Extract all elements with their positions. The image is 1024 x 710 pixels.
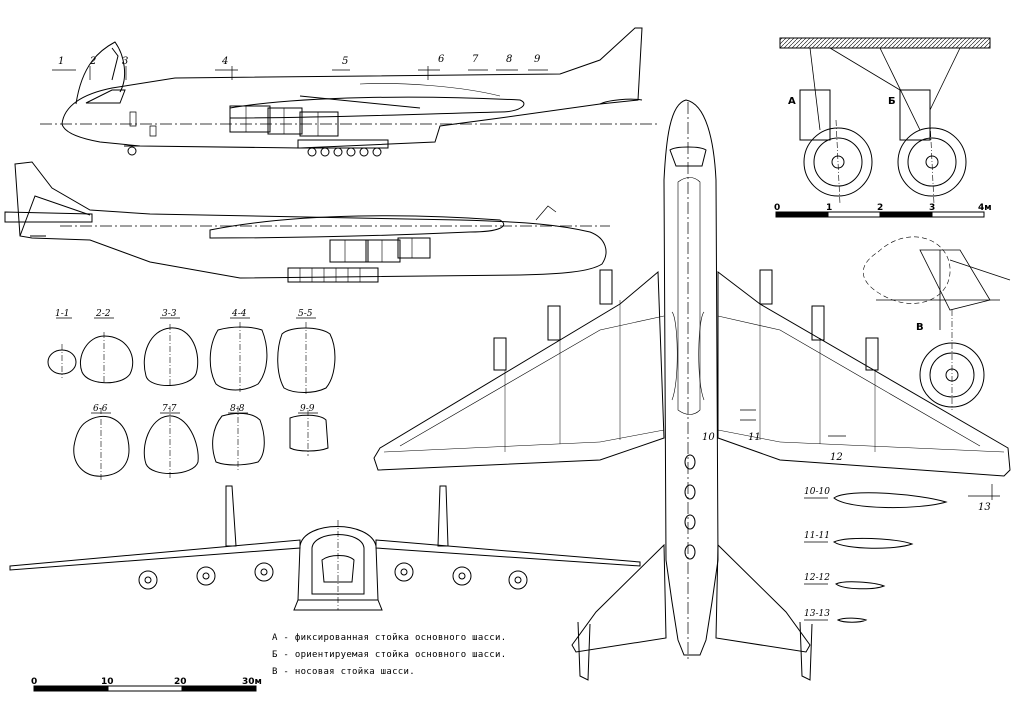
section-mark-8: 8 xyxy=(506,54,512,65)
section-mark-7: 7 xyxy=(472,54,479,65)
gear-label-a: А xyxy=(788,96,796,107)
main-scale-bar xyxy=(33,685,257,692)
main-scale-tick: 10 xyxy=(101,677,114,687)
gear-label-v: В xyxy=(916,322,924,333)
airfoil-label: 12-12 xyxy=(804,573,830,583)
airfoil-label: 11-11 xyxy=(804,531,830,541)
section-mark-4: 4 xyxy=(221,56,228,67)
wing-section-mark-10: 10 xyxy=(702,432,715,443)
cross-section-label: 3-3 xyxy=(162,309,177,319)
main-scale-tick: 30м xyxy=(242,677,262,687)
main-scale-tick: 0 xyxy=(31,677,37,687)
cross-section-label: 7-7 xyxy=(162,404,177,414)
cross-section-label: 9-9 xyxy=(300,404,315,414)
fuselage-cross-sections xyxy=(47,317,336,480)
section-mark-6: 6 xyxy=(438,54,445,65)
section-mark-3: 3 xyxy=(122,56,128,67)
front-view xyxy=(9,485,641,611)
gear-scale-tick: 3 xyxy=(929,203,935,213)
cross-section-label: 8-8 xyxy=(230,404,245,414)
airfoil-label: 13-13 xyxy=(804,609,830,619)
section-mark-2: 2 xyxy=(89,56,96,67)
gear-labels: А Б В xyxy=(788,96,924,333)
wing-section-mark-13: 13 xyxy=(978,502,991,513)
gear-scale-tick: 1 xyxy=(826,203,832,213)
side-view-lower xyxy=(4,161,610,283)
cross-section-label: 6-6 xyxy=(93,404,108,414)
side-view-upper xyxy=(40,27,660,157)
gear-scale-bar xyxy=(775,211,985,218)
gear-scale-ticks: 0 1 2 3 4м xyxy=(774,203,992,213)
legend-line: А - фиксированная стойка основного шасси… xyxy=(272,633,507,643)
airfoil-labels: 10-10 11-11 12-12 13-13 xyxy=(804,487,830,619)
cross-section-label: 2-2 xyxy=(95,309,111,319)
cross-section-label: 4-4 xyxy=(231,309,247,319)
section-mark-5: 5 xyxy=(342,56,348,67)
side-section-labels: 1 2 3 4 5 6 7 8 9 xyxy=(58,54,541,67)
legend-line: Б - ориентируемая стойка основного шасси… xyxy=(272,650,507,660)
airfoil-label: 10-10 xyxy=(804,487,830,497)
main-scale-tick: 20 xyxy=(174,677,187,687)
gear-label-b: Б xyxy=(888,96,896,107)
landing-gear-details xyxy=(779,37,1011,410)
cross-section-label: 5-5 xyxy=(298,309,313,319)
airfoil-sections xyxy=(804,492,948,623)
section-mark-1: 1 xyxy=(58,56,64,67)
gear-legend: А - фиксированная стойка основного шасси… xyxy=(272,630,506,681)
section-mark-9: 9 xyxy=(534,54,541,65)
wing-section-mark-11: 11 xyxy=(748,432,761,443)
gear-scale-tick: 4м xyxy=(978,203,992,213)
wing-section-labels: 10 11 12 13 xyxy=(702,432,991,513)
gear-scale-tick: 2 xyxy=(877,203,883,213)
main-scale-ticks: 0 10 20 30м xyxy=(31,677,262,687)
gear-scale-tick: 0 xyxy=(774,203,780,213)
wing-section-mark-12: 12 xyxy=(830,452,843,463)
legend-line: В - носовая стойка шасси. xyxy=(272,667,415,677)
cross-section-label: 1-1 xyxy=(55,309,70,319)
cross-section-labels: 1-1 2-2 3-3 4-4 5-5 6-6 7-7 8-8 9-9 xyxy=(55,309,315,414)
plan-view xyxy=(373,99,1011,681)
